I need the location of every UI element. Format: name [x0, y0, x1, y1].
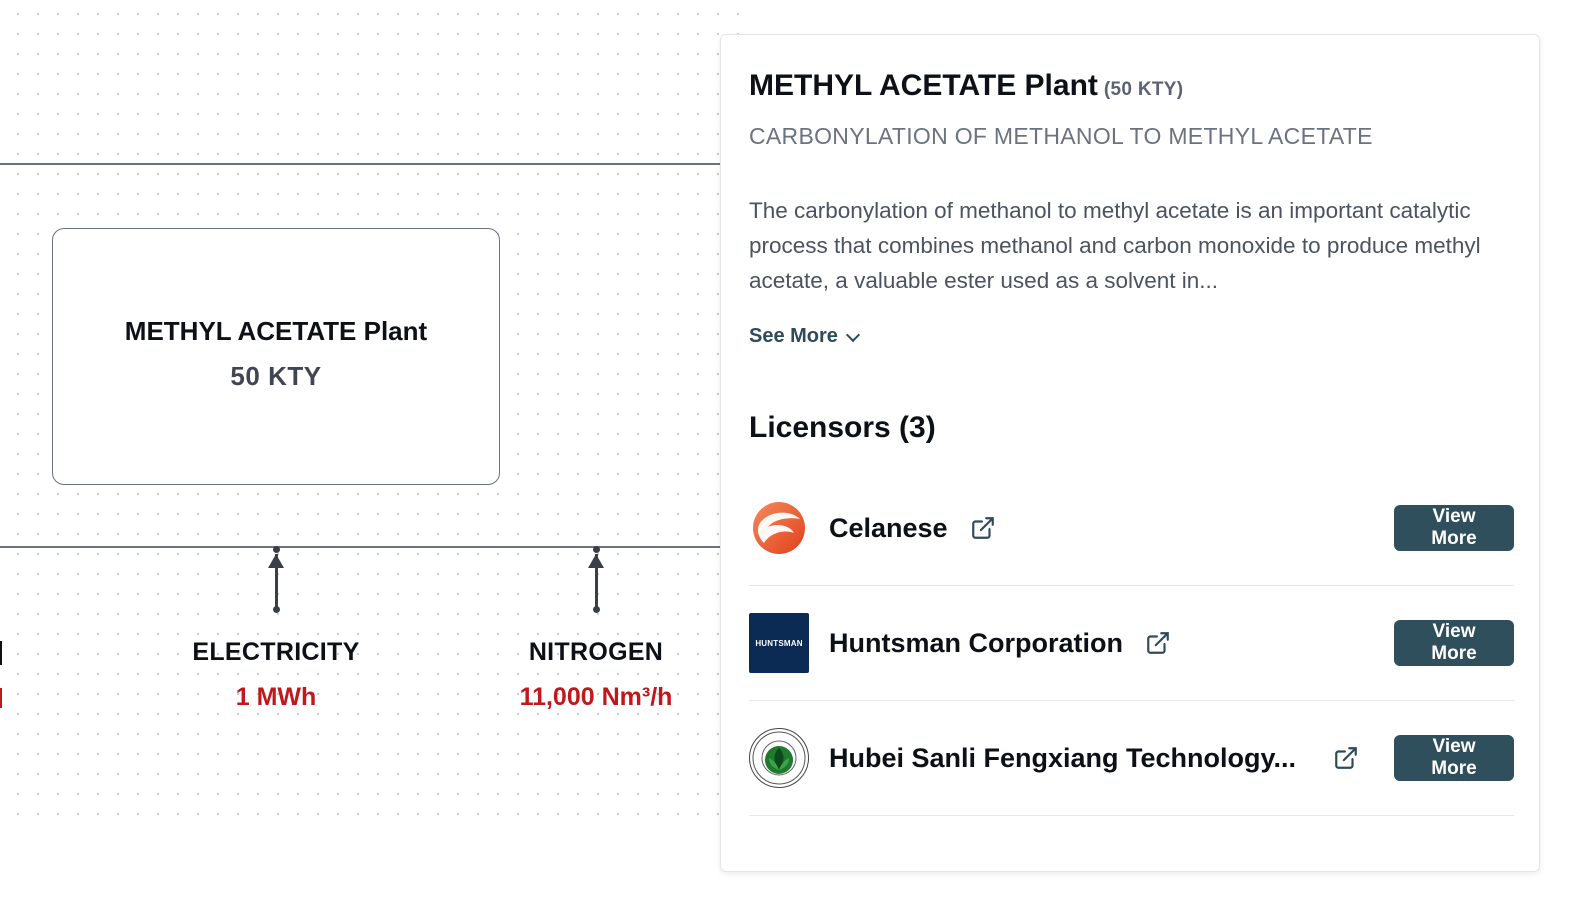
utility-node-electricity[interactable]: ELECTRICITY 1 MWh: [126, 638, 426, 712]
utility-name: ELECTRICITY: [192, 638, 360, 666]
see-more-label: See More: [749, 325, 838, 347]
process-description: The carbonylation of methanol to methyl …: [749, 198, 1481, 293]
licensors-list: Celanese View More HUNTSMAN Huntsman Cor…: [749, 471, 1514, 816]
canvas-bottom-area: [0, 830, 740, 921]
plant-node-capacity: 50 KTY: [230, 360, 322, 391]
celanese-logo-icon: [749, 498, 809, 558]
utility-value: 11,000 Nm³/h: [519, 683, 673, 711]
offscreen-utility-name-fragment: [0, 641, 2, 665]
process-name: CARBONYLATION OF METHANOL TO METHYL ACET…: [749, 123, 1373, 149]
plant-node-name: METHYL ACETATE Plant: [124, 315, 428, 346]
plant-node[interactable]: METHYL ACETATE Plant 50 KTY: [52, 228, 500, 485]
offscreen-utility-value-fragment: [0, 688, 2, 708]
arrow-up-icon: [588, 546, 604, 613]
view-more-button[interactable]: View More: [1394, 735, 1514, 781]
panel-title: METHYL ACETATE Plant(50 KTY): [749, 69, 1183, 103]
utility-value: 1 MWh: [235, 683, 317, 711]
external-link-icon[interactable]: [1145, 630, 1171, 656]
licensor-row-huntsman: HUNTSMAN Huntsman Corporation View More: [749, 586, 1514, 701]
licensor-name: Huntsman Corporation: [829, 627, 1123, 658]
view-more-button[interactable]: View More: [1394, 620, 1514, 666]
chevron-down-icon: [845, 327, 861, 342]
panel-plant-name: METHYL ACETATE Plant: [749, 69, 1098, 102]
connector-line-top: [0, 163, 722, 165]
huntsman-logo-icon: HUNTSMAN: [749, 613, 809, 673]
licensor-name: Hubei Sanli Fengxiang Technology...: [829, 742, 1297, 773]
arrow-up-icon: [268, 546, 284, 613]
licensor-row-celanese: Celanese View More: [749, 471, 1514, 586]
licensor-name: Celanese: [829, 512, 948, 543]
flow-diagram-canvas[interactable]: METHYL ACETATE Plant 50 KTY ELECTRICITY …: [0, 0, 740, 921]
utility-node-nitrogen[interactable]: NITROGEN 11,000 Nm³/h: [446, 638, 746, 712]
connector-line-utilities: [0, 546, 722, 548]
plant-details-panel: METHYL ACETATE Plant(50 KTY) CARBONYLATI…: [720, 34, 1540, 872]
external-link-icon[interactable]: [970, 515, 996, 541]
view-more-button[interactable]: View More: [1394, 505, 1514, 551]
see-more-button[interactable]: See More: [749, 325, 861, 348]
utility-name: NITROGEN: [528, 638, 664, 666]
panel-plant-capacity: (50 KTY): [1103, 79, 1184, 100]
licensor-row-hubei-sanli: Hubei Sanli Fengxiang Technology... View…: [749, 701, 1514, 816]
external-link-icon[interactable]: [1333, 745, 1359, 771]
hubei-sanli-logo-icon: [749, 728, 809, 788]
licensors-heading: Licensors (3): [749, 411, 936, 444]
